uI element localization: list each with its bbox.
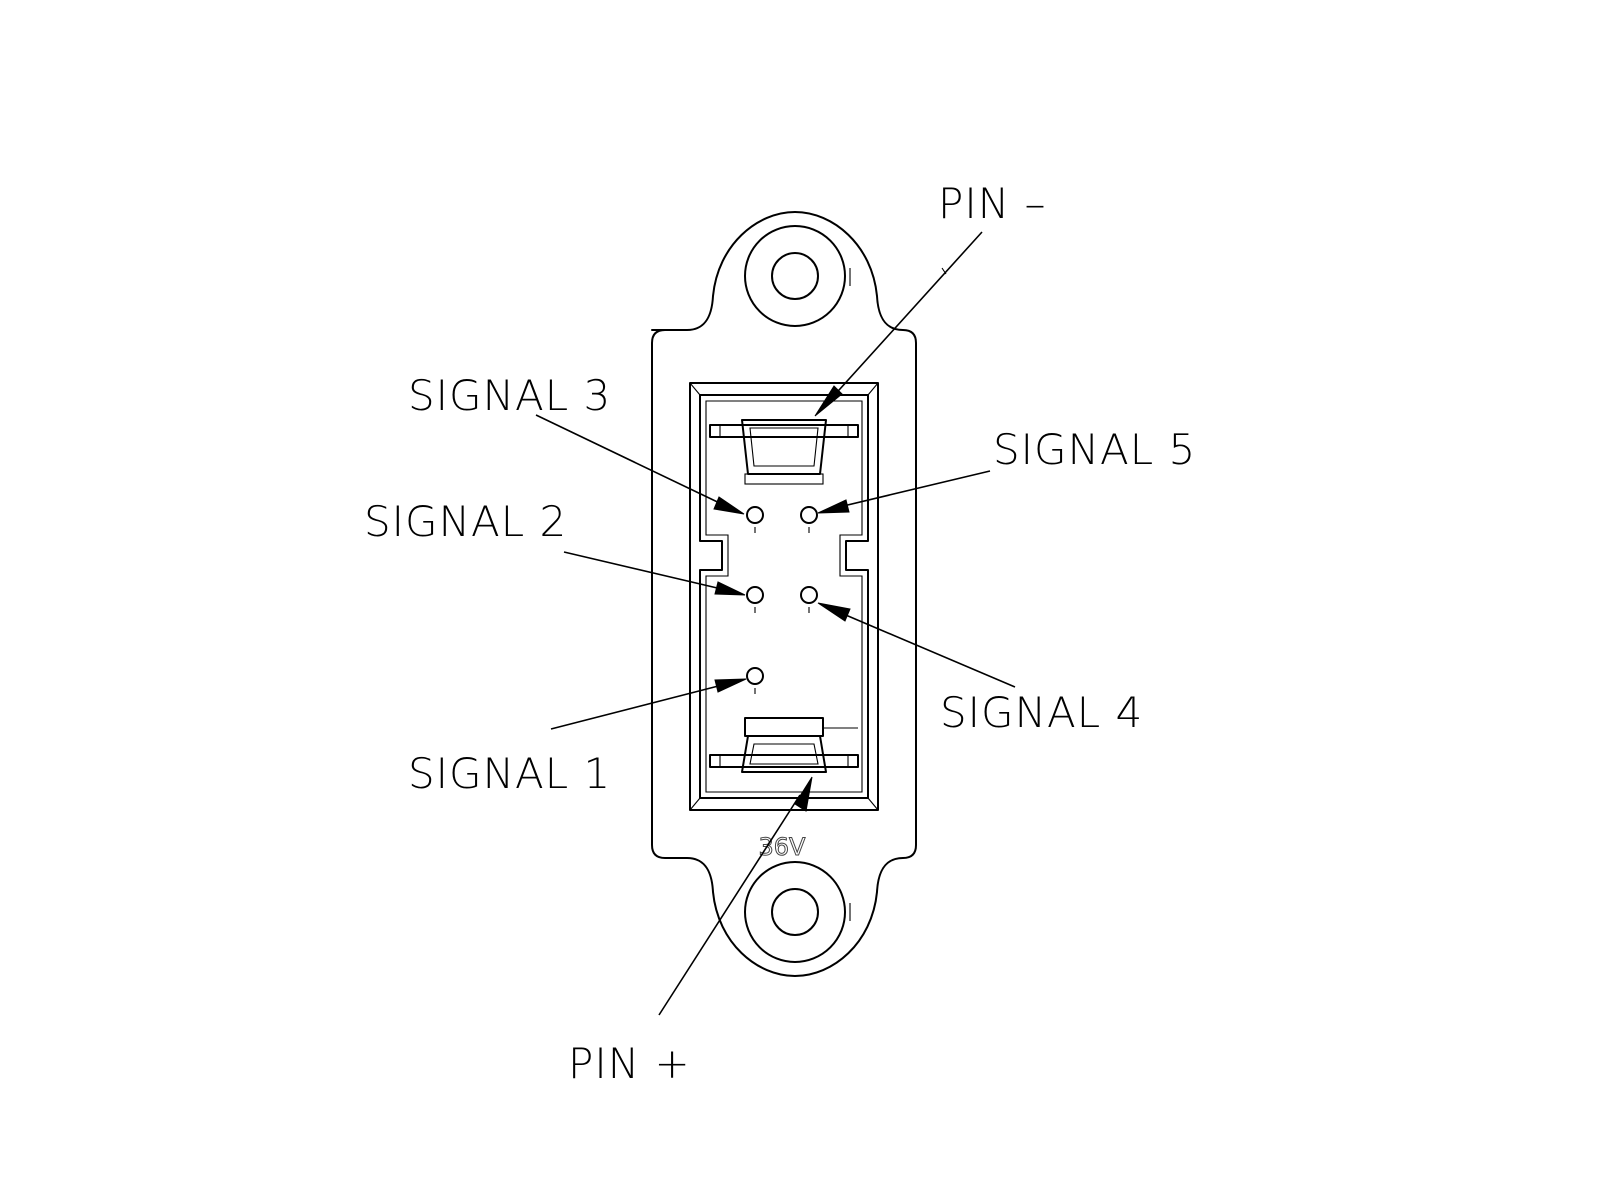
mounting-hole-bottom — [744, 861, 846, 963]
leader-pin-minus — [814, 231, 983, 417]
leader-pin-plus — [658, 776, 813, 1016]
leader-signal-4 — [817, 602, 1016, 688]
receptacle-frame — [689, 382, 879, 811]
leader-signal-2 — [563, 551, 746, 596]
label-pin-minus: PIN – — [938, 179, 1046, 228]
label-signal-2: SIGNAL 2 — [364, 497, 567, 546]
signal-pin-4 — [800, 586, 818, 613]
label-signal-3: SIGNAL 3 — [408, 371, 611, 420]
leader-signal-3 — [535, 414, 745, 515]
flange-outline — [651, 211, 917, 977]
label-signal-4: SIGNAL 4 — [940, 688, 1143, 737]
signal-pin-2 — [746, 586, 764, 613]
label-signal-1: SIGNAL 1 — [408, 749, 611, 798]
signal-pin-1 — [746, 667, 764, 694]
power-contact-plus — [709, 717, 859, 773]
mounting-hole-top — [744, 225, 846, 327]
signal-pin-3 — [746, 506, 764, 533]
leader-signal-1 — [550, 678, 747, 730]
signal-pin-5 — [800, 506, 818, 533]
label-signal-5: SIGNAL 5 — [993, 425, 1196, 474]
label-pin-plus: PIN + — [568, 1039, 691, 1088]
power-contact-minus — [709, 419, 859, 485]
leader-signal-5 — [817, 470, 991, 514]
voltage-marking: 36V — [759, 833, 807, 861]
